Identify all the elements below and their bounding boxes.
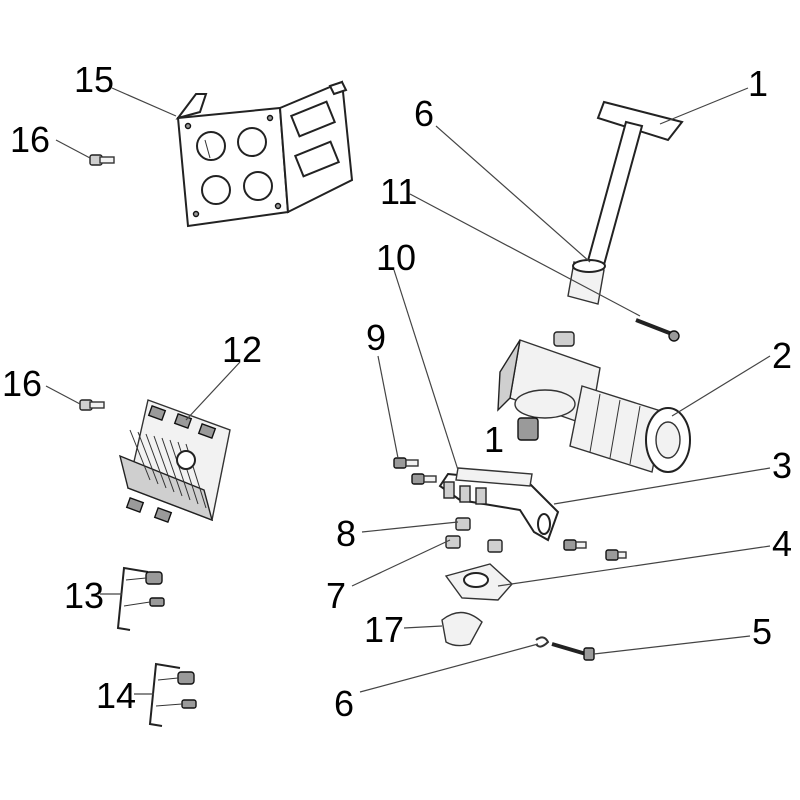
part-3-motor-bracket <box>438 467 560 542</box>
part-16-screw-mid <box>79 399 105 411</box>
part-7-nut <box>445 535 503 553</box>
part-11-bolt <box>635 318 680 342</box>
callout-17: 17 <box>364 609 404 650</box>
callout-6-bottom: 6 <box>334 683 354 724</box>
callout-8: 8 <box>336 513 356 554</box>
callout-5: 5 <box>752 611 772 652</box>
callout-1-top: 1 <box>748 63 768 104</box>
callout-2: 2 <box>772 335 792 376</box>
leader-lines <box>45 87 771 695</box>
callout-3: 3 <box>772 445 792 486</box>
part-1-steering-column <box>567 100 684 305</box>
part-15-mounting-bracket <box>175 80 354 228</box>
callout-13: 13 <box>64 575 104 616</box>
part-10-bolt <box>411 473 437 485</box>
part-16-screw-top <box>89 154 115 166</box>
part-5-bolt <box>551 642 595 661</box>
part-9-bolt <box>393 457 419 469</box>
part-13-wire-harness <box>116 566 165 631</box>
callout-16-top: 16 <box>10 119 50 160</box>
part-2-electric-motor <box>497 331 691 473</box>
part-17-cover <box>441 611 483 647</box>
callout-12: 12 <box>222 329 262 370</box>
part-14-wire-harness <box>148 662 197 727</box>
callout-14: 14 <box>96 675 136 716</box>
part-6-washer-bottom <box>535 636 550 648</box>
callout-1-mid: 1 <box>484 419 504 460</box>
callout-4: 4 <box>772 523 792 564</box>
callout-11: 11 <box>380 171 417 212</box>
callout-15: 15 <box>74 59 114 100</box>
callout-6-top: 6 <box>414 93 434 134</box>
callout-10: 10 <box>376 237 416 278</box>
callout-16-mid: 16 <box>2 363 42 404</box>
callout-7: 7 <box>326 575 346 616</box>
bracket-bolts <box>563 539 627 561</box>
part-12-controller-module <box>118 399 231 523</box>
callout-labels: 1 6 11 10 9 1 2 3 4 5 6 7 8 17 12 15 16 … <box>2 59 792 724</box>
part-8-nut <box>455 517 471 531</box>
part-4-lower-bracket <box>444 563 513 601</box>
callout-9: 9 <box>366 317 386 358</box>
